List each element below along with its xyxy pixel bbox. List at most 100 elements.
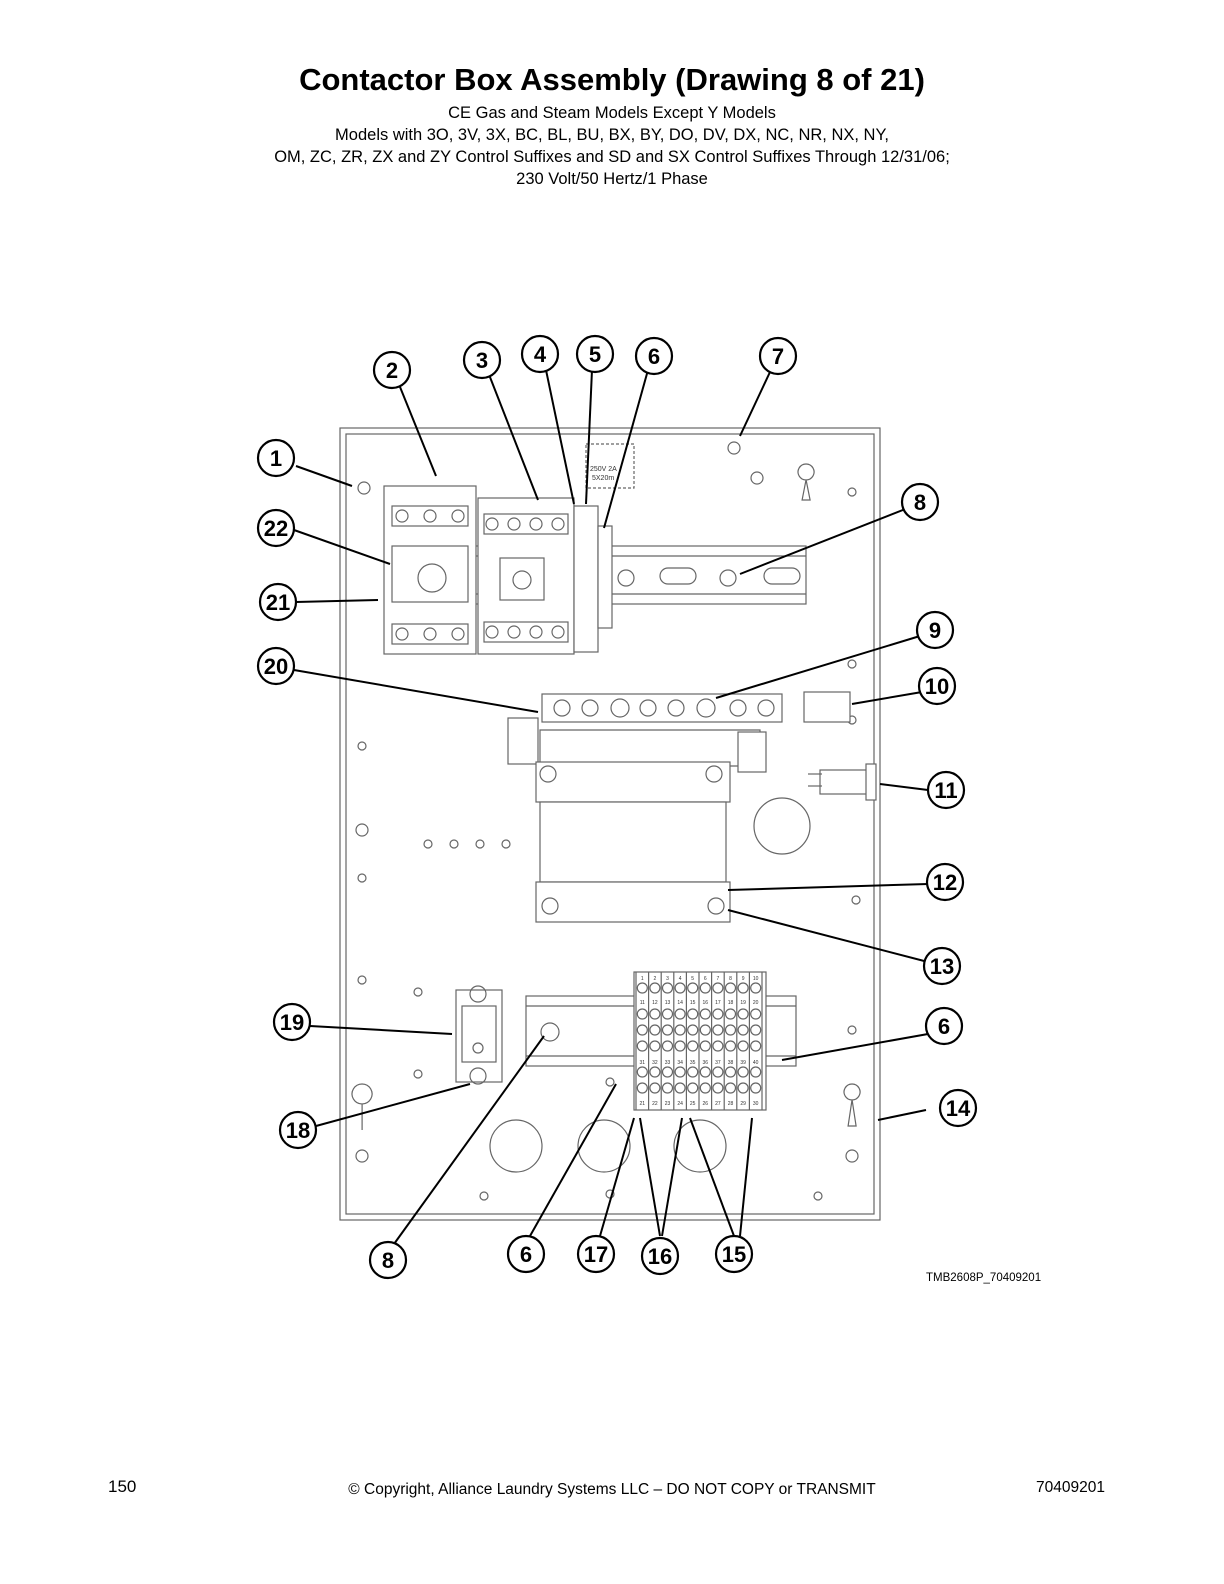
document-number: 70409201 [1036,1479,1105,1496]
terminal-number: 2 [654,976,657,982]
callout-5: 5 [575,334,615,374]
terminal-number: 27 [715,1101,721,1107]
terminal-screw [724,1082,737,1094]
svg-text:7: 7 [772,344,784,369]
svg-text:12: 12 [933,870,957,895]
terminal-number: 23 [665,1101,671,1107]
mounting-holes [351,441,861,1201]
terminal-number: 32 [652,1060,658,1066]
terminal-screw [661,1008,674,1020]
terminal-number: 30 [753,1101,759,1107]
terminal-screw [737,1040,749,1052]
terminal-screw [649,1008,661,1020]
svg-text:13: 13 [930,954,954,979]
terminal-number: 5 [691,976,694,982]
terminal-number: 24 [677,1101,683,1107]
callout-18: 18 [278,1110,318,1150]
terminal-number: 21 [640,1101,646,1107]
subtitle-line-4: 230 Volt/50 Hertz/1 Phase [516,170,708,188]
terminal-screw [636,1008,648,1020]
terminal-number: 40 [753,1060,759,1066]
svg-text:20: 20 [264,654,288,679]
terminal-screw [724,982,737,994]
terminal-screw [687,1008,699,1020]
terminal-screw [661,1024,674,1036]
callout-16: 16 [640,1236,680,1276]
terminal-number: 18 [728,1000,734,1006]
svg-text:14: 14 [946,1096,971,1121]
callout-11: 11 [926,770,966,810]
terminal-screw [724,1066,737,1078]
terminal-screw [699,1082,711,1094]
terminal-number: 15 [690,1000,696,1006]
terminal-screw [712,982,724,994]
svg-text:8: 8 [382,1248,394,1273]
svg-text:21: 21 [266,590,290,615]
svg-text:6: 6 [520,1242,532,1267]
callout-22: 22 [256,508,296,548]
callouts: 1 2 3 4 5 6 7 8 9 10 11 12 13 14 15 16 1… [256,334,978,1280]
terminal-screw [737,982,749,994]
callout-9: 9 [915,610,955,650]
terminal-screw [636,1024,648,1036]
terminal-screw [737,1066,749,1078]
callout-21: 21 [258,582,298,622]
terminal-number: 38 [728,1060,734,1066]
terminal-screw [712,1082,724,1094]
terminal-number: 19 [740,1000,746,1006]
callout-6: 6 [634,336,674,376]
svg-text:6: 6 [648,344,660,369]
callout-17: 17 [576,1234,616,1274]
callout-13: 13 [922,946,962,986]
transformer [535,761,731,923]
terminal-number: 14 [677,1000,683,1006]
terminal-screw [724,1024,737,1036]
terminal-screw [750,1008,762,1020]
end-stop [597,525,613,629]
terminal-screw [636,1082,648,1094]
terminal-cover [803,691,851,723]
terminal-screw [724,1008,737,1020]
page-number: 150 [108,1477,137,1496]
terminal-number: 28 [728,1101,734,1107]
terminal-screw [750,1040,762,1052]
callout-20: 20 [256,646,296,686]
terminal-screw [687,1066,699,1078]
box-panel [339,427,881,1221]
terminal-number: 31 [640,1060,646,1066]
terminal-screw [699,982,711,994]
page-title: Contactor Box Assembly (Drawing 8 of 21) [299,62,925,97]
svg-text:3: 3 [476,348,488,373]
terminal-number: 12 [652,1000,658,1006]
svg-text:17: 17 [584,1242,608,1267]
terminal-screw [649,1082,661,1094]
terminal-screw [712,1008,724,1020]
svg-text:11: 11 [934,778,957,803]
terminal-number: 29 [740,1101,746,1107]
callout-19: 19 [272,1002,312,1042]
terminal-number: 3 [666,976,669,982]
terminal-number: 6 [704,976,707,982]
subtitle-line-3: OM, ZC, ZR, ZX and ZY Control Suffixes a… [274,148,950,166]
terminal-number: 36 [703,1060,709,1066]
terminal-screw [636,1066,648,1078]
terminal-number: 25 [690,1101,696,1107]
terminal-number: 11 [640,1000,645,1006]
circuit-breaker [383,485,477,655]
terminal-number: 20 [753,1000,759,1006]
terminal-screw [712,1040,724,1052]
callout-15: 15 [714,1234,754,1274]
subtitle-line-2: Models with 3O, 3V, 3X, BC, BL, BU, BX, … [335,126,889,144]
terminal-screw [699,1008,711,1020]
callout-12: 12 [925,862,965,902]
terminal-strip [541,693,783,723]
terminal-screw [699,1066,711,1078]
terminal-screw [674,982,686,994]
terminal-number: 1 [641,976,644,982]
terminal-screw [687,982,699,994]
terminal-number: 22 [652,1101,658,1107]
svg-text:10: 10 [925,674,949,699]
terminal-screw [687,1040,699,1052]
